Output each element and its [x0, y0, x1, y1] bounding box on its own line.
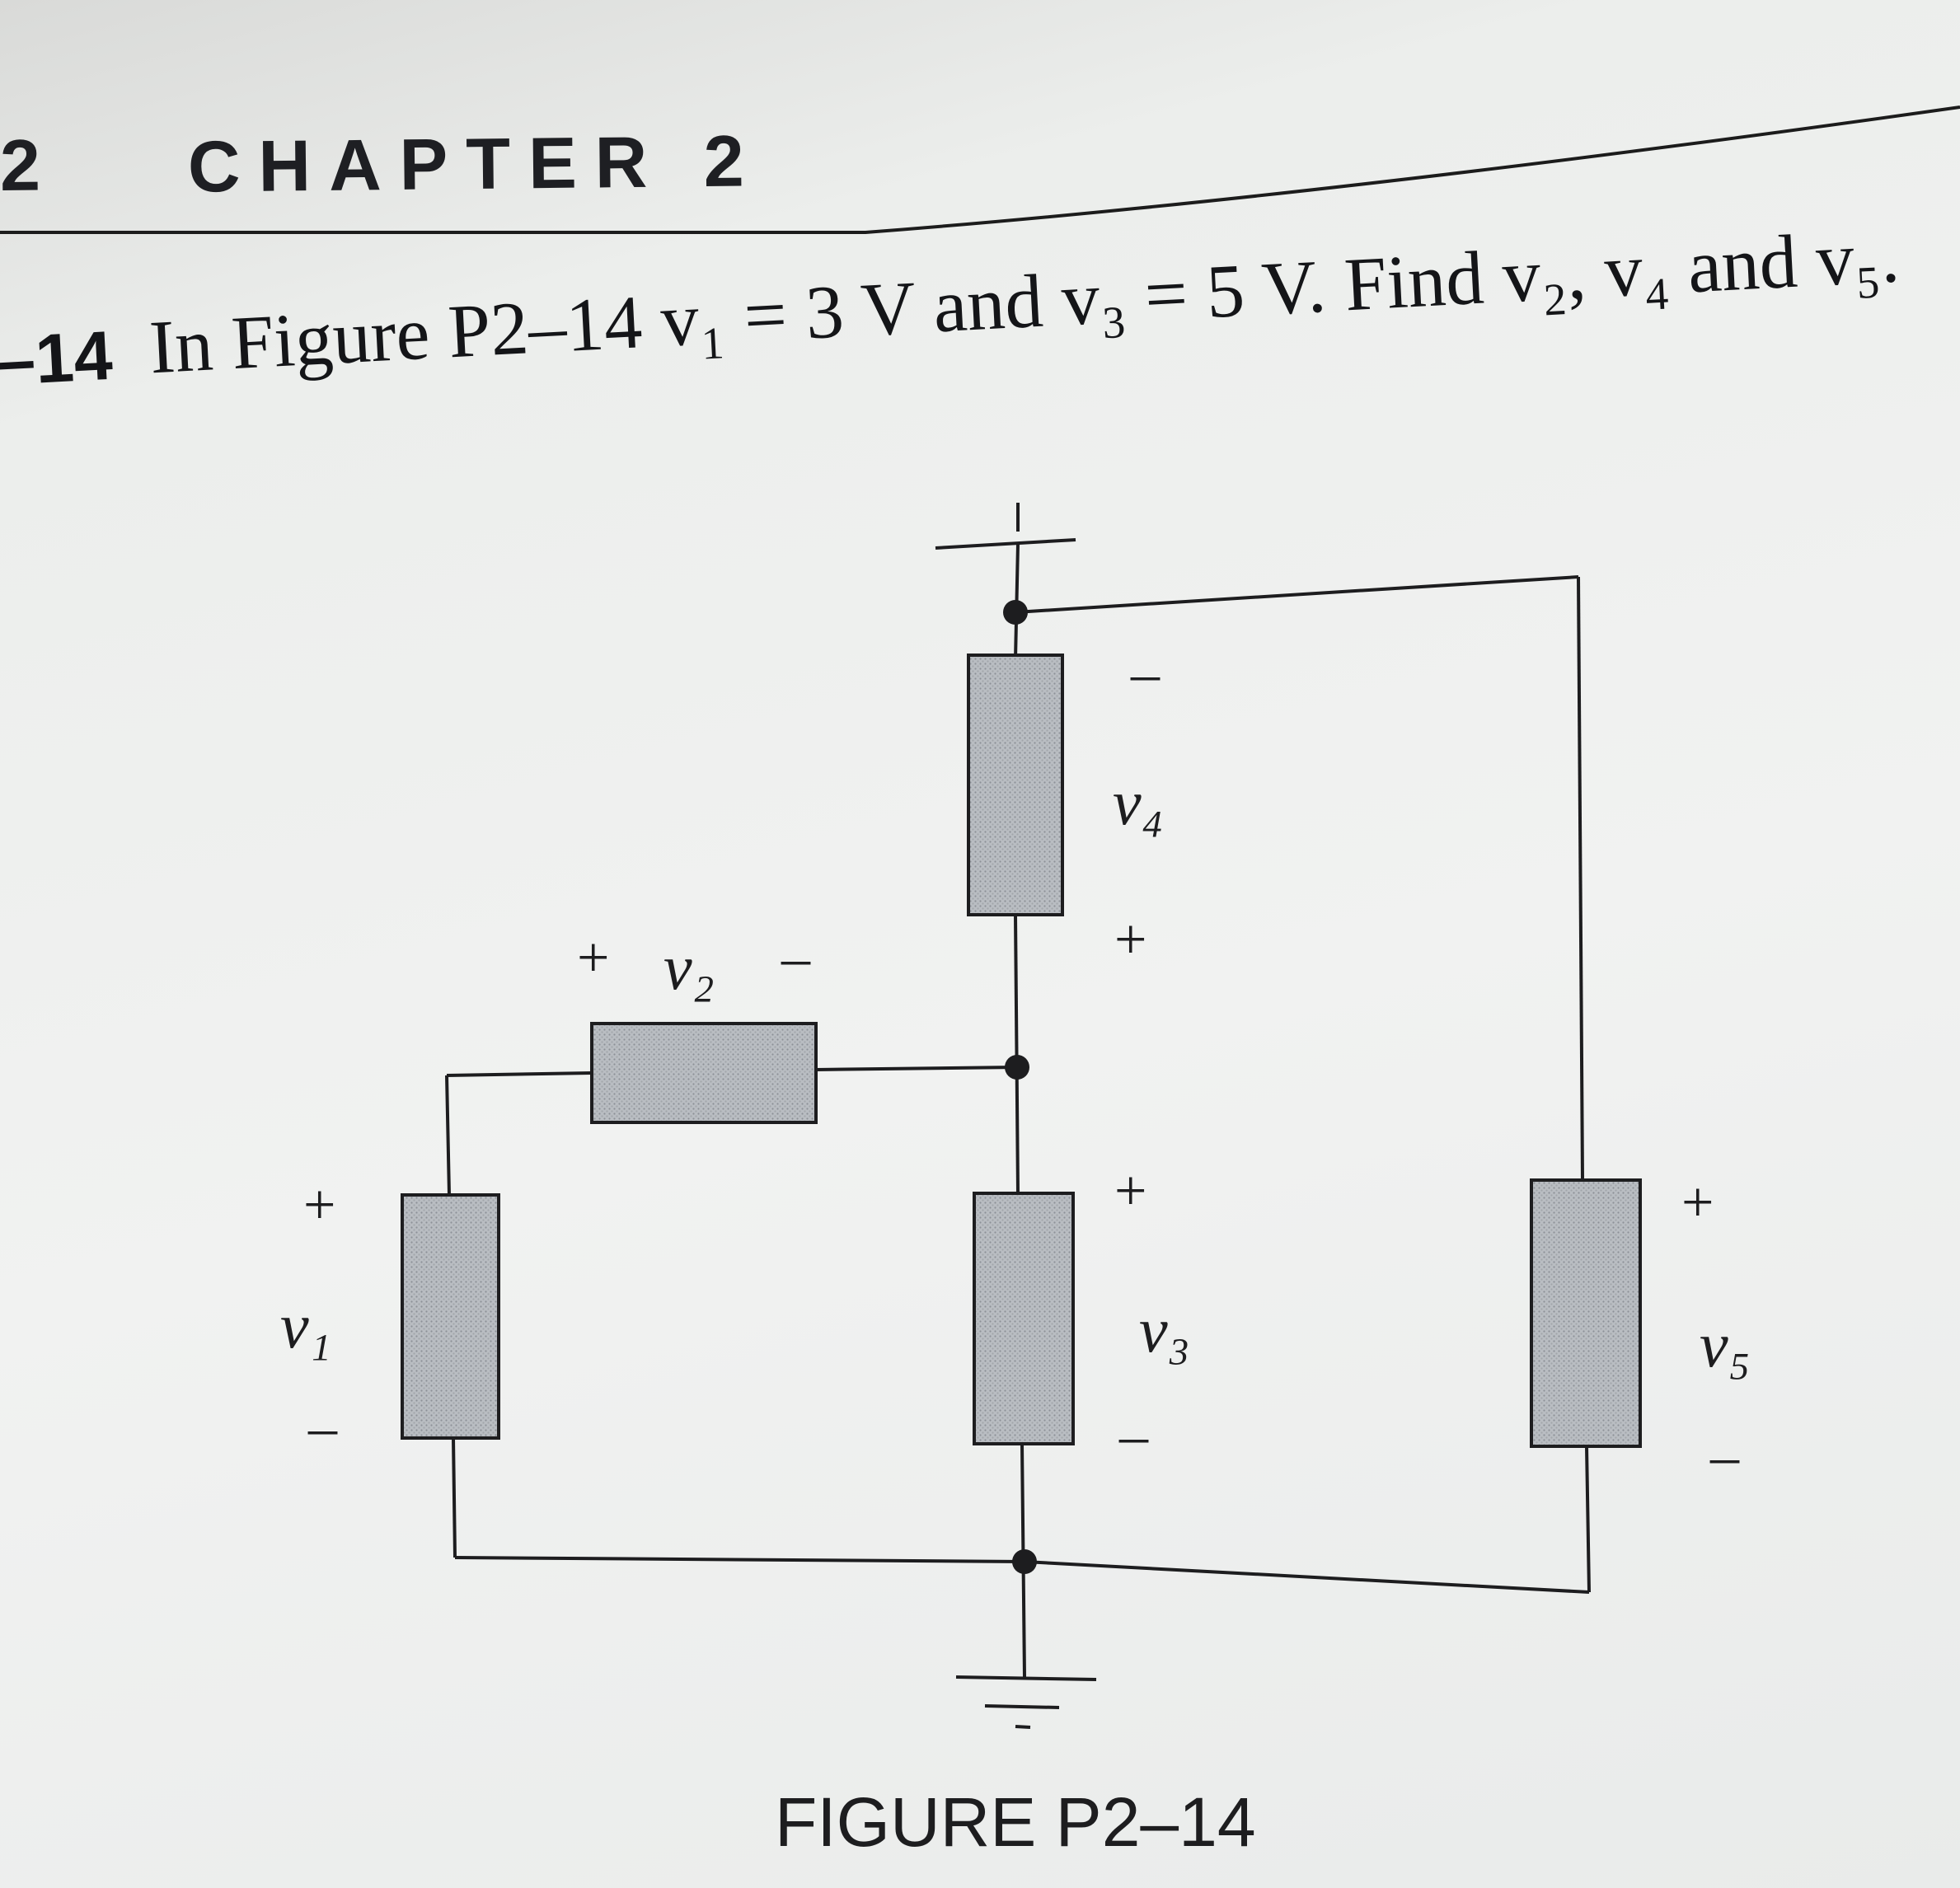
node-top [1003, 600, 1028, 625]
v1-plus: + [303, 1174, 335, 1237]
wire-top-ground-bar [935, 538, 1076, 550]
wire-v2-to-left [446, 1071, 593, 1077]
v4-minus: – [1130, 642, 1161, 705]
wire-left-below-v1 [452, 1437, 457, 1558]
v1-minus: – [307, 1396, 338, 1459]
wire-right-down-to-v5 [1577, 576, 1584, 1181]
wire-bottom-ground-bar2 [984, 1704, 1060, 1709]
circuit-labels: – v₄ + + v₂ – + v₁ – + v₃ – + v₅ – [280, 642, 1751, 1488]
wire-bottom-ground-bar [955, 1675, 1097, 1681]
wire-right-below-v5 [1585, 1445, 1591, 1593]
v4-label: v₄ [1113, 766, 1164, 838]
wire-v2-to-center [815, 1066, 1019, 1071]
node-bottom [1012, 1549, 1037, 1574]
resistor-v4 [967, 654, 1064, 916]
circuit-resistors [401, 654, 1642, 1448]
v2-plus: + [577, 926, 609, 990]
resistor-v1 [401, 1193, 500, 1440]
wire-bottom-left [454, 1556, 1025, 1563]
wire-bottom-ground-tick [1015, 1725, 1031, 1729]
resistor-v2 [590, 1022, 818, 1124]
v1-label: v₁ [280, 1290, 331, 1361]
wire-top-right [1015, 575, 1579, 614]
wire-center-upper [1014, 914, 1020, 1194]
v3-label: v₃ [1139, 1294, 1190, 1366]
wire-left-down-to-v1 [445, 1075, 451, 1196]
v3-plus: + [1114, 1160, 1146, 1223]
v5-minus: – [1709, 1425, 1740, 1488]
v5-plus: + [1681, 1171, 1714, 1234]
node-middle [1005, 1055, 1029, 1080]
v5-label: v₅ [1700, 1309, 1751, 1380]
v2-label: v₂ [663, 931, 715, 1003]
circuit-wires [445, 503, 1591, 1729]
resistor-v5 [1530, 1178, 1642, 1448]
resistor-v3 [973, 1192, 1075, 1445]
circuit-nodes [1003, 600, 1037, 1574]
v2-minus: – [781, 926, 811, 990]
v4-plus: + [1114, 908, 1146, 972]
wire-bottom-right [1024, 1560, 1590, 1594]
v3-minus: – [1118, 1404, 1149, 1468]
figure-caption: FIGURE P2–14 [775, 1783, 1256, 1861]
